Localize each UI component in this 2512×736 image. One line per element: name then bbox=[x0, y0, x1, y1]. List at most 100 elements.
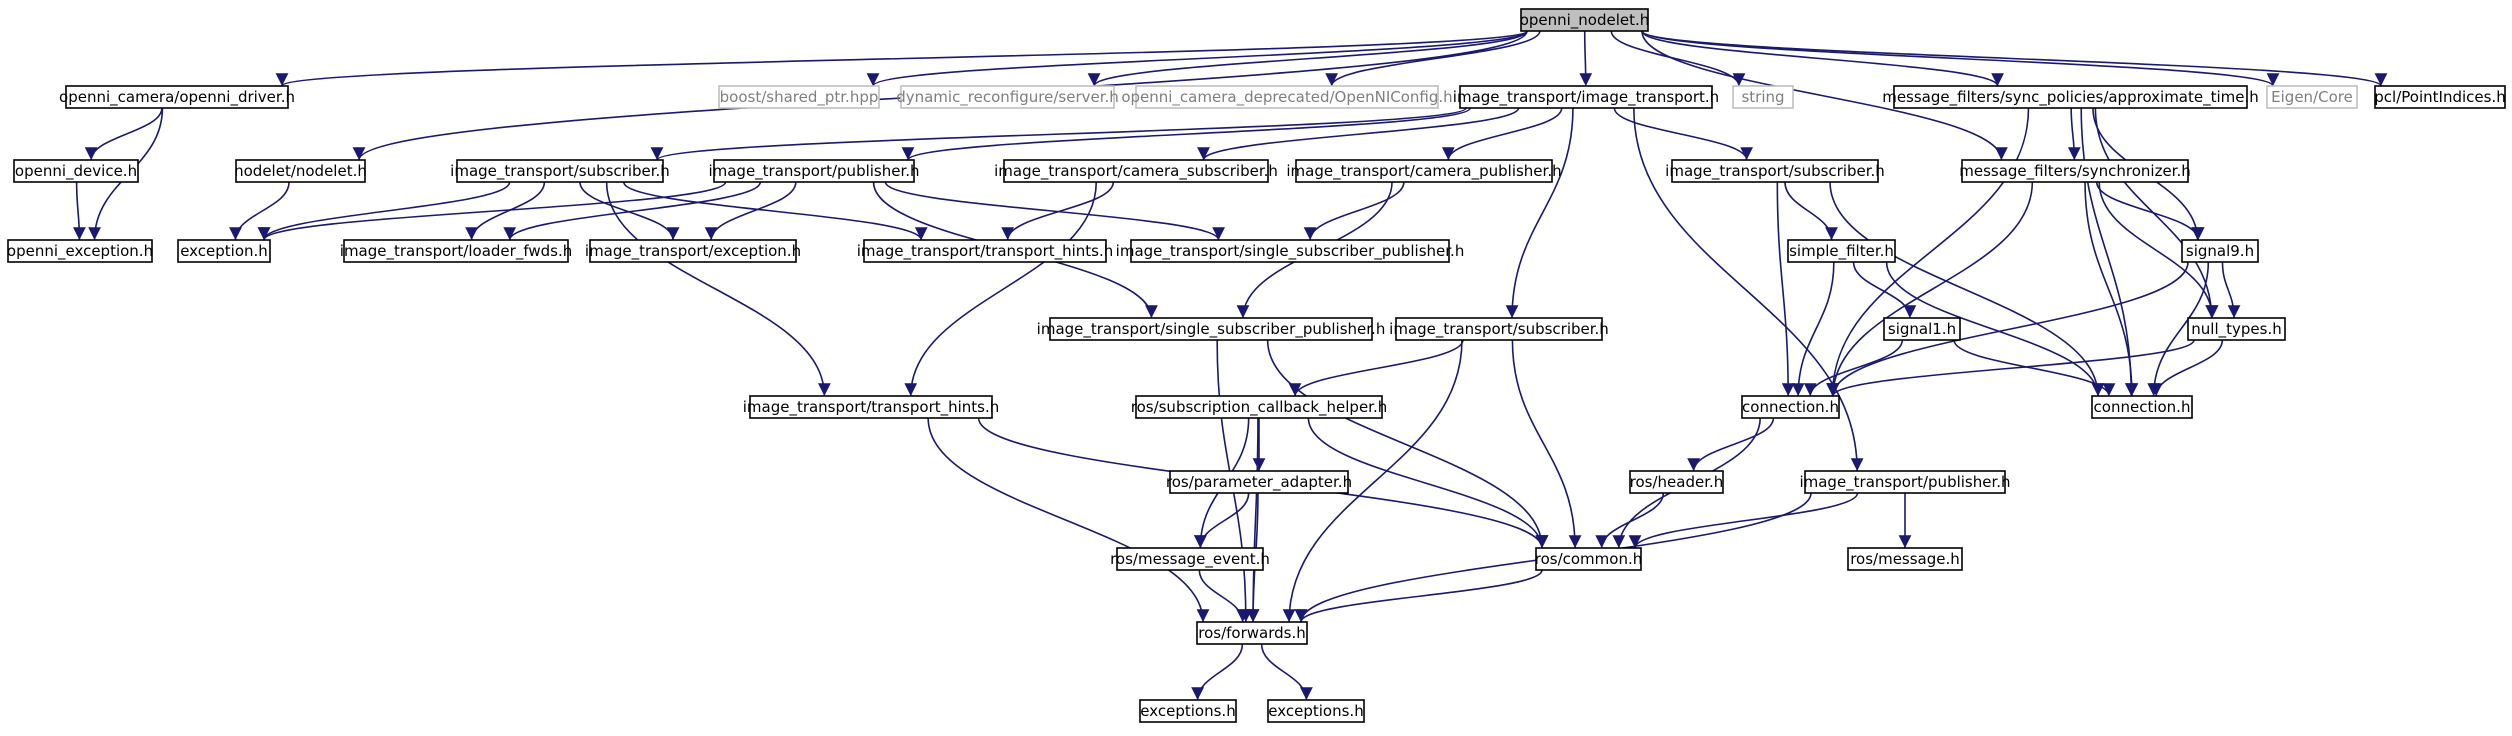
edge-n-null-types-to-n-connection-a bbox=[1826, 339, 2195, 397]
node-box[interactable] bbox=[1295, 159, 1553, 183]
node-n-openni-exception[interactable]: openni_exception.h bbox=[7, 239, 153, 263]
node-n-transport-hints-b[interactable]: image_transport/transport_hints.h bbox=[743, 395, 1000, 419]
node-n-boost-shared[interactable]: boost/shared_ptr.hpp bbox=[718, 85, 880, 109]
node-box[interactable] bbox=[2181, 239, 2259, 263]
node-box[interactable] bbox=[1169, 470, 1349, 494]
node-box[interactable] bbox=[1535, 547, 1642, 571]
node-n-exception[interactable]: exception.h bbox=[177, 239, 271, 263]
node-n-eigen[interactable]: Eigen/Core bbox=[2266, 85, 2358, 109]
node-box[interactable] bbox=[1847, 547, 1963, 571]
node-box[interactable] bbox=[1116, 547, 1264, 571]
node-n-it-publisher-a[interactable]: image_transport/publisher.h bbox=[708, 159, 920, 183]
node-box[interactable] bbox=[1520, 8, 1649, 32]
node-n-connection-b[interactable]: connection.h bbox=[2091, 395, 2193, 419]
node-box[interactable] bbox=[1741, 395, 1840, 419]
node-box[interactable] bbox=[1196, 621, 1308, 645]
node-box[interactable] bbox=[1135, 85, 1439, 109]
node-box[interactable] bbox=[2091, 395, 2193, 419]
node-n-openni-config[interactable]: openni_camera_deprecated/OpenNIConfig.h bbox=[1121, 85, 1453, 109]
node-box[interactable] bbox=[713, 159, 915, 183]
node-n-synchronizer[interactable]: message_filters/synchronizer.h bbox=[1959, 159, 2191, 183]
node-n-it-cam-sub[interactable]: image_transport/camera_subscriber.h bbox=[994, 159, 1278, 183]
edge-root-to-n-synchronizer bbox=[1641, 30, 2008, 161]
node-n-ssp-a[interactable]: image_transport/single_subscriber_publis… bbox=[1116, 239, 1465, 263]
node-n-dyn-server[interactable]: dynamic_reconfigure/server.h bbox=[896, 85, 1119, 109]
node-n-nodelet[interactable]: nodelet/nodelet.h bbox=[234, 159, 367, 183]
node-box[interactable] bbox=[863, 239, 1107, 263]
node-box[interactable] bbox=[1629, 470, 1724, 494]
node-n-it-subscriber-a[interactable]: image_transport/subscriber.h bbox=[450, 159, 670, 183]
node-n-string[interactable]: string bbox=[1732, 85, 1794, 109]
node-box[interactable] bbox=[1267, 699, 1365, 723]
node-box[interactable] bbox=[1883, 317, 1961, 341]
node-box[interactable] bbox=[343, 239, 569, 263]
node-box[interactable] bbox=[749, 395, 993, 419]
node-box[interactable] bbox=[2374, 85, 2506, 109]
node-n-exceptions-a[interactable]: exceptions.h bbox=[1139, 699, 1237, 723]
edge-n-approx-time-to-n-connection-b bbox=[2080, 107, 2138, 397]
node-root[interactable]: openni_nodelet.h bbox=[1520, 8, 1650, 32]
node-box[interactable] bbox=[1139, 699, 1237, 723]
node-box[interactable] bbox=[1135, 395, 1383, 419]
edge-root-to-n-pcl bbox=[1641, 30, 2388, 87]
node-box[interactable] bbox=[1787, 239, 1896, 263]
node-box[interactable] bbox=[13, 159, 139, 183]
node-box[interactable] bbox=[1961, 159, 2189, 183]
node-n-ros-header[interactable]: ros/header.h bbox=[1629, 470, 1724, 494]
node-box[interactable] bbox=[1804, 470, 2006, 494]
node-box[interactable] bbox=[1395, 317, 1603, 341]
node-n-signal9[interactable]: signal9.h bbox=[2181, 239, 2259, 263]
node-box[interactable] bbox=[456, 159, 664, 183]
node-box[interactable] bbox=[177, 239, 271, 263]
node-n-ssp-b[interactable]: image_transport/single_subscriber_publis… bbox=[1037, 317, 1386, 341]
node-box[interactable] bbox=[1671, 159, 1879, 183]
node-box[interactable] bbox=[65, 85, 289, 109]
node-n-msg-event[interactable]: ros/message_event.h bbox=[1110, 547, 1270, 571]
node-n-simple-filter[interactable]: simple_filter.h bbox=[1787, 239, 1896, 263]
node-n-sub-cb-helper[interactable]: ros/subscription_callback_helper.h bbox=[1131, 395, 1388, 419]
node-label: exceptions.h bbox=[1140, 702, 1235, 720]
node-n-pcl[interactable]: pcl/PointIndices.h bbox=[2374, 85, 2506, 109]
node-box[interactable] bbox=[1459, 85, 1713, 109]
node-n-it-subscriber-c[interactable]: image_transport/subscriber.h bbox=[1389, 317, 1609, 341]
node-n-signal1[interactable]: signal1.h bbox=[1883, 317, 1961, 341]
node-n-connection-a[interactable]: connection.h bbox=[1741, 395, 1840, 419]
node-label: ros/subscription_callback_helper.h bbox=[1131, 398, 1388, 417]
node-box[interactable] bbox=[1732, 85, 1794, 109]
node-n-it-exception[interactable]: image_transport/exception.h bbox=[585, 239, 801, 263]
node-n-exceptions-b[interactable]: exceptions.h bbox=[1267, 699, 1365, 723]
node-n-transport-hints-a[interactable]: image_transport/transport_hints.h bbox=[857, 239, 1114, 263]
node-n-it-image-transport[interactable]: image_transport/image_transport.h bbox=[1453, 85, 1719, 109]
node-n-loader-fwds[interactable]: image_transport/loader_fwds.h bbox=[340, 239, 572, 263]
node-n-null-types[interactable]: null_types.h bbox=[2187, 317, 2286, 341]
node-box[interactable] bbox=[589, 239, 797, 263]
node-label: image_transport/publisher.h bbox=[1799, 473, 2010, 492]
node-n-openni-driver[interactable]: openni_camera/openni_driver.h bbox=[59, 85, 295, 109]
node-n-param-adapter[interactable]: ros/parameter_adapter.h bbox=[1166, 470, 1352, 494]
edge-n-msg-event-to-n-ros-forwards bbox=[1198, 569, 1250, 623]
node-n-it-subscriber-b[interactable]: image_transport/subscriber.h bbox=[1665, 159, 1885, 183]
edge-n-signal1-to-n-connection-b bbox=[1953, 339, 2116, 397]
node-label: image_transport/camera_publisher.h bbox=[1286, 162, 1561, 181]
node-box[interactable] bbox=[1130, 239, 1450, 263]
node-box[interactable] bbox=[1049, 317, 1373, 341]
node-box[interactable] bbox=[235, 159, 366, 183]
edge-n-connection-a-to-n-ros-header bbox=[1687, 417, 1775, 472]
edge-n-it-publisher-b-to-n-ros-common bbox=[1628, 492, 1859, 549]
node-n-ros-common[interactable]: ros/common.h bbox=[1535, 547, 1643, 571]
node-box[interactable] bbox=[2187, 317, 2286, 341]
node-n-approx-time[interactable]: message_filters/sync_policies/approximat… bbox=[1882, 85, 2259, 109]
node-box[interactable] bbox=[900, 85, 1115, 109]
node-n-it-publisher-b[interactable]: image_transport/publisher.h bbox=[1799, 470, 2011, 494]
node-label: openni_nodelet.h bbox=[1520, 11, 1650, 30]
node-n-openni-device[interactable]: openni_device.h bbox=[13, 159, 139, 183]
node-n-ros-message[interactable]: ros/message.h bbox=[1847, 547, 1963, 571]
node-box[interactable] bbox=[2266, 85, 2358, 109]
node-box[interactable] bbox=[7, 239, 153, 263]
node-box[interactable] bbox=[718, 85, 880, 109]
node-n-ros-forwards[interactable]: ros/forwards.h bbox=[1196, 621, 1308, 645]
node-box[interactable] bbox=[1003, 159, 1269, 183]
node-box[interactable] bbox=[1893, 85, 2248, 109]
node-n-it-cam-pub[interactable]: image_transport/camera_publisher.h bbox=[1286, 159, 1562, 183]
